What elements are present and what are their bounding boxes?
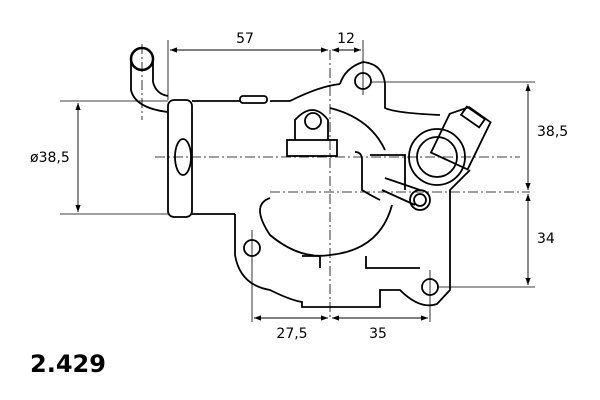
dim-57: 57	[236, 31, 254, 47]
dim-27-5: 27,5	[276, 326, 307, 342]
dim-12: 12	[337, 31, 355, 47]
center-lines	[60, 40, 535, 322]
dim-diameter: ø38,5	[30, 150, 70, 166]
dimension-lines	[75, 47, 531, 321]
part-number: 2.429	[30, 350, 106, 378]
dim-34: 34	[537, 231, 555, 247]
dim-38-5: 38,5	[537, 124, 568, 140]
dim-35: 35	[369, 326, 387, 342]
housing-outline	[129, 46, 492, 308]
